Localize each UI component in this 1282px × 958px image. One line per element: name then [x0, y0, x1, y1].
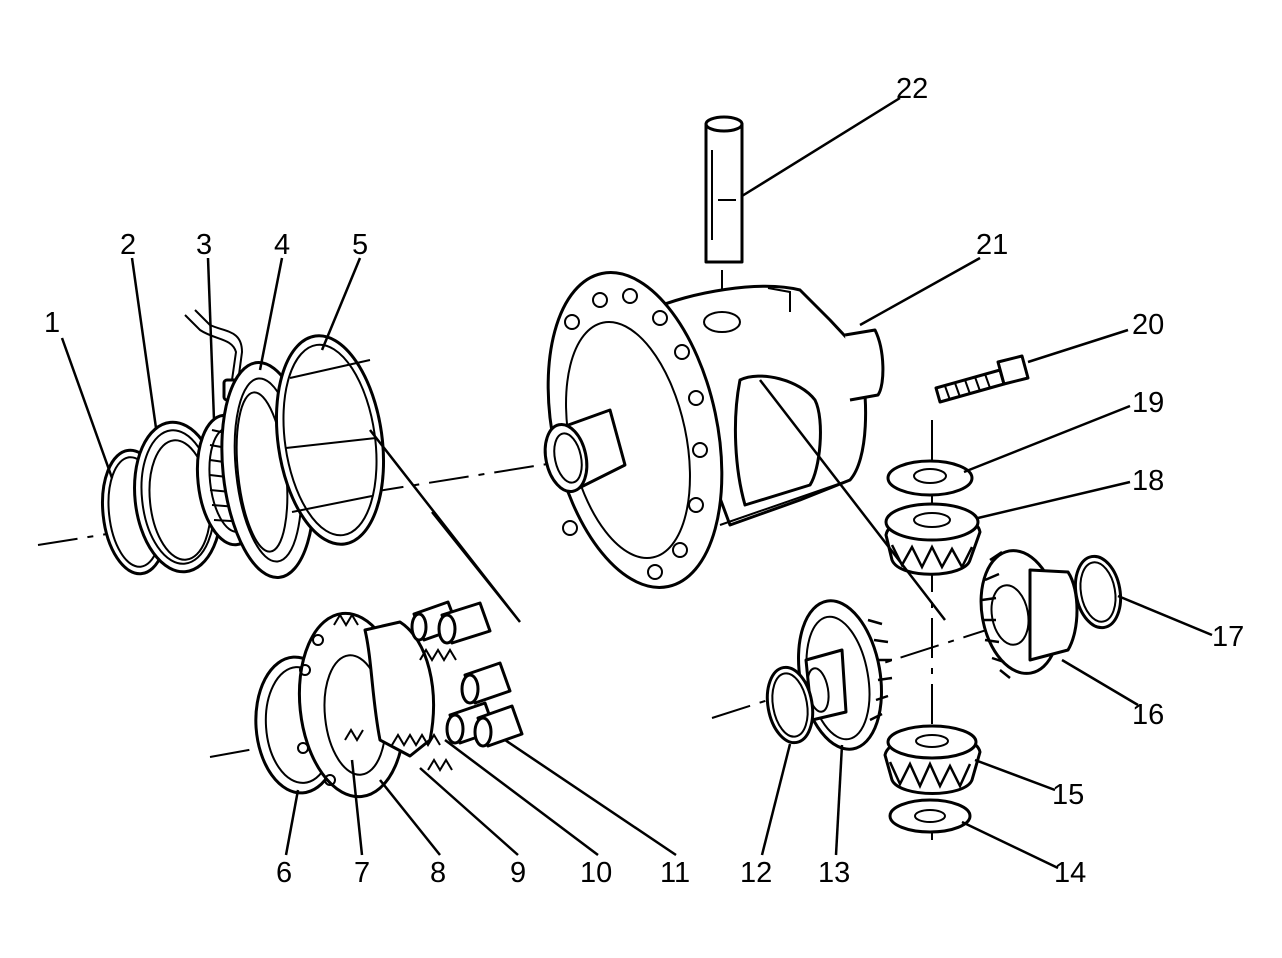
callout-5: 5 [352, 229, 368, 261]
differential-case-21 [543, 271, 885, 589]
callout-9: 9 [510, 857, 526, 889]
callout-4: 4 [274, 229, 290, 261]
pinion-gear-18 [884, 502, 982, 576]
callout-12: 12 [740, 857, 772, 889]
callout-11: 11 [660, 857, 690, 889]
callout-14: 14 [1054, 857, 1086, 889]
snap-ring-17 [1073, 554, 1123, 630]
pins-11 [410, 600, 524, 748]
callout-17: 17 [1212, 621, 1244, 653]
leader-lines [60, 96, 1213, 870]
callout-22: 22 [896, 73, 928, 105]
callout-15: 15 [1052, 779, 1084, 811]
callout-21: 21 [976, 229, 1008, 261]
snap-ring-12 [765, 665, 815, 745]
callout-18: 18 [1132, 465, 1164, 497]
callout-16: 16 [1132, 699, 1164, 731]
side-gear-16 [979, 549, 1079, 679]
pinion-gear-15 [883, 724, 982, 795]
callout-10: 10 [580, 857, 612, 889]
thrust-washer-19 [886, 459, 974, 497]
callout-8: 8 [430, 857, 446, 889]
callout-7: 7 [354, 857, 370, 889]
callout-6: 6 [276, 857, 292, 889]
friction-plate-5 [274, 334, 386, 546]
callout-13: 13 [818, 857, 850, 889]
callout-2: 2 [120, 229, 136, 261]
cross-shaft-22 [704, 115, 744, 264]
callout-20: 20 [1132, 309, 1164, 341]
callout-3: 3 [196, 229, 212, 261]
springs-9 [333, 613, 457, 772]
bolt-20 [934, 354, 1030, 404]
callout-labels: 1 2 3 4 5 6 7 8 9 10 11 12 13 14 15 16 1… [44, 73, 1244, 889]
side-gear-13 [797, 599, 893, 751]
callout-1: 1 [44, 307, 60, 339]
assembly-guide-lines [369, 379, 946, 623]
thrust-washer-14 [888, 798, 972, 834]
callout-19: 19 [1132, 387, 1164, 419]
